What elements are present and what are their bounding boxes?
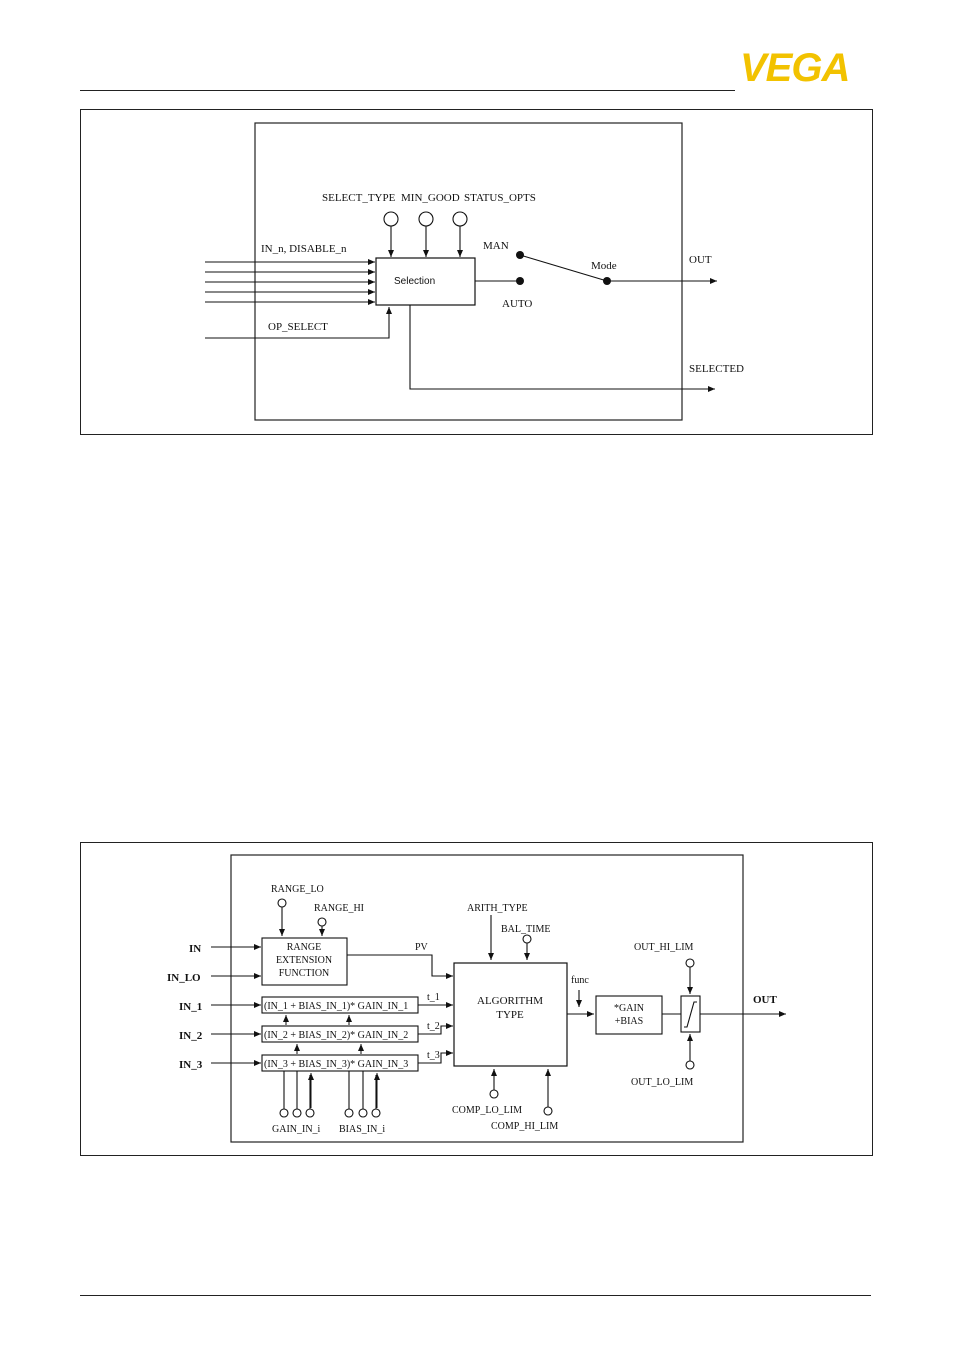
range-box-line-1: RANGE — [287, 942, 321, 953]
selected-line — [409, 305, 715, 392]
algorithm-box — [453, 962, 568, 1067]
param-status-opts: STATUS_OPTS — [464, 192, 536, 204]
range-box-line-3: FUNCTION — [279, 968, 330, 979]
range-extension-box — [261, 937, 348, 986]
limiter-symbol — [684, 1001, 697, 1028]
range-hi-label: RANGE_HI — [314, 903, 364, 914]
function-block-border — [230, 854, 744, 1143]
bias-in-i-inputs — [344, 1071, 381, 1118]
gain-in-i-inputs — [279, 1071, 315, 1118]
mode-label: Mode — [591, 260, 617, 272]
mode-switch — [519, 254, 608, 282]
arith-type-label: ARITH_TYPE — [467, 903, 528, 914]
out-hi-circle — [685, 958, 695, 968]
t-1-label: t_1 — [427, 992, 440, 1003]
logo-text: VEGA — [740, 50, 849, 84]
diagram-2-frame: IN IN_LO IN_1 IN_2 IN_3 RANGE_LO RANGE_H… — [80, 842, 873, 1156]
man-label: MAN — [483, 240, 509, 252]
comp-hi-lim-label: COMP_HI_LIM — [491, 1121, 558, 1132]
range-lo-circle — [277, 898, 287, 908]
bias-in-i-label: BIAS_IN_i — [339, 1124, 385, 1135]
input-lines — [211, 944, 261, 1066]
pv-line — [347, 954, 453, 979]
auto-label: AUTO — [502, 298, 532, 310]
gain-bias-line-2: +BIAS — [615, 1016, 643, 1027]
in-lo-label: IN_LO — [167, 972, 201, 984]
bal-time-circle — [522, 934, 532, 944]
diagram-1-frame: SELECT_TYPE MIN_GOOD STATUS_OPTS IN_n, D… — [80, 109, 873, 435]
t-2-label: t_2 — [427, 1021, 440, 1032]
param-min-good: MIN_GOOD — [401, 192, 460, 204]
out-label: OUT — [689, 254, 712, 266]
gain-bias-box — [595, 995, 663, 1035]
param-select-type: SELECT_TYPE — [322, 192, 396, 204]
formula-1: (IN_1 + BIAS_IN_1)* GAIN_IN_1 — [264, 1001, 408, 1012]
algorithm-line-2: TYPE — [496, 1009, 524, 1021]
in-label: IN — [189, 943, 201, 955]
comp-lo-lim-label: COMP_LO_LIM — [452, 1105, 522, 1116]
out-lo-lim-label: OUT_LO_LIM — [631, 1077, 693, 1088]
formula-3: (IN_3 + BIAS_IN_3)* GAIN_IN_3 — [264, 1059, 408, 1070]
header-rule — [80, 90, 735, 91]
auto-contact — [516, 277, 524, 285]
selection-label: Selection — [394, 276, 435, 287]
algorithm-line-1: ALGORITHM — [477, 995, 543, 1007]
t-lines — [418, 1002, 453, 1064]
op-select-label: OP_SELECT — [268, 321, 328, 333]
footer-rule — [80, 1295, 871, 1296]
comp-hi-circle — [543, 1106, 553, 1116]
selected-label: SELECTED — [689, 363, 744, 375]
formula-2: (IN_2 + BIAS_IN_2)* GAIN_IN_2 — [264, 1030, 408, 1041]
param-inputs — [383, 211, 468, 257]
selection-block-diagram: SELECT_TYPE MIN_GOOD STATUS_OPTS IN_n, D… — [205, 122, 744, 421]
range-box-line-2: EXTENSION — [276, 955, 332, 966]
t-3-label: t_3 — [427, 1050, 440, 1061]
out-label: OUT — [753, 994, 778, 1006]
gain-bias-arrows — [283, 1015, 380, 1108]
gain-in-i-label: GAIN_IN_i — [272, 1124, 321, 1135]
inputs-label: IN_n, DISABLE_n — [261, 243, 347, 255]
out-hi-lim-label: OUT_HI_LIM — [634, 942, 694, 953]
pv-label: PV — [415, 942, 429, 953]
out-lo-circle — [685, 1060, 695, 1070]
vega-logo: VEGA — [740, 50, 850, 84]
comp-lo-circle — [489, 1089, 499, 1099]
func-label: func — [571, 975, 589, 986]
in-3-label: IN_3 — [179, 1059, 203, 1071]
bal-time-label: BAL_TIME — [501, 924, 550, 935]
in-1-label: IN_1 — [179, 1001, 202, 1013]
input-lines — [205, 259, 375, 305]
op-select-line — [205, 307, 392, 339]
arithmetic-block-diagram: IN IN_LO IN_1 IN_2 IN_3 RANGE_LO RANGE_H… — [167, 854, 786, 1143]
range-hi-circle — [317, 917, 327, 927]
gain-bias-line-1: *GAIN — [614, 1003, 644, 1014]
range-lo-label: RANGE_LO — [271, 884, 324, 895]
in-2-label: IN_2 — [179, 1030, 203, 1042]
selection-box — [375, 257, 476, 306]
